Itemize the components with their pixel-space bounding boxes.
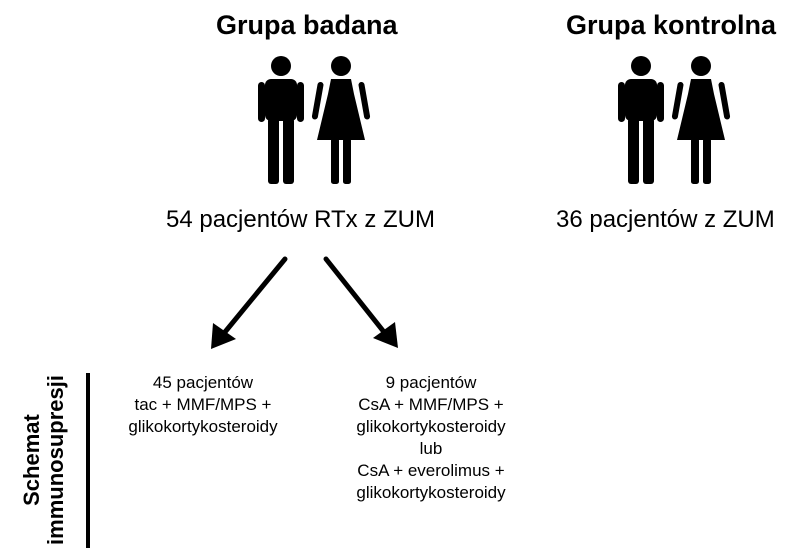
branch-right-line: CsA + everolimus + — [357, 461, 505, 480]
immunosuppression-label: Schemat immunosupresji — [19, 375, 68, 545]
man-icon — [258, 56, 304, 184]
branch-right-line: 9 pacjentów — [385, 373, 477, 392]
branch-left-line: glikokortykosteroidy — [128, 417, 278, 436]
arrow-left — [211, 256, 288, 349]
woman-icon — [311, 56, 371, 184]
branch-right-line: glikokortykosteroidy — [356, 417, 506, 436]
branch-right: 9 pacjentów CsA + MMF/MPS + glikokortyko… — [331, 372, 531, 504]
man-icon — [618, 56, 664, 184]
branch-right-line: lub — [419, 439, 443, 458]
control-group-count: 36 pacjentów z ZUM — [556, 206, 775, 233]
branch-left-line: 45 pacjentów — [152, 373, 254, 392]
branch-right-line: glikokortykosteroidy — [356, 483, 506, 502]
study-group-count: 54 pacjentów RTx z ZUM — [166, 206, 435, 233]
branch-left-line: tac + MMF/MPS + — [134, 395, 272, 414]
woman-icon — [671, 56, 731, 184]
branch-right-line: CsA + MMF/MPS + — [358, 395, 504, 414]
branch-left: 45 pacjentów tac + MMF/MPS + glikokortyk… — [108, 372, 298, 438]
arrow-right — [323, 256, 398, 348]
immunosuppression-label-line1: Schemat — [19, 414, 44, 506]
control-group-title: Grupa kontrolna — [566, 10, 777, 40]
study-group-title: Grupa badana — [216, 10, 398, 40]
immunosuppression-label-line2: immunosupresji — [43, 375, 68, 545]
